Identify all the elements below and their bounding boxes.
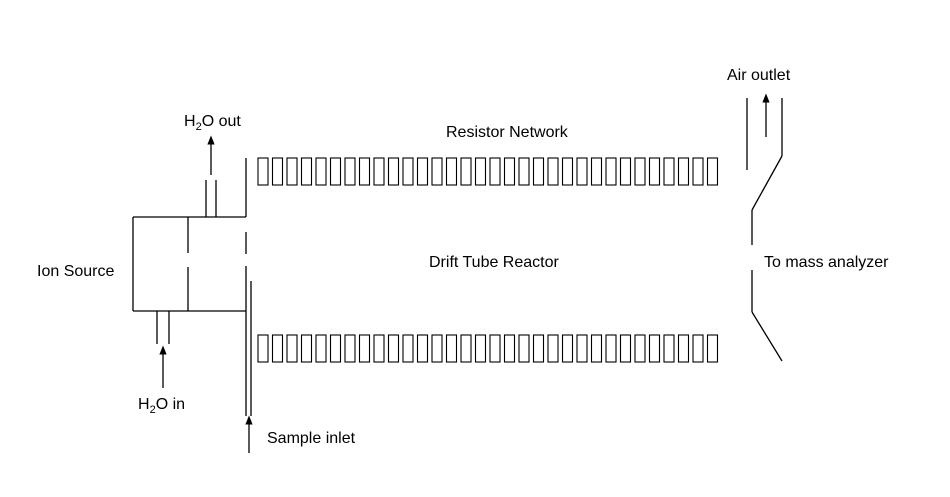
electrode-ring-bottom <box>358 334 371 363</box>
electrode-ring-bottom <box>431 334 443 363</box>
electrode-ring-bottom <box>547 334 559 363</box>
h2o-out-ports <box>205 180 217 217</box>
electrode-ring-bottom <box>489 334 501 363</box>
electrode-ring-top <box>358 157 371 186</box>
electrode-ring-bottom <box>445 334 458 363</box>
electrode-ring-bottom <box>605 334 617 363</box>
electrode-ring-bottom <box>387 334 400 363</box>
h2o-in-label: H2O in <box>138 396 185 416</box>
exit-geometry <box>746 98 783 362</box>
electrode-ring-top <box>344 157 356 186</box>
electrode-ring-top <box>402 157 414 186</box>
electrode-ring-top <box>706 157 719 186</box>
electrode-ring-top <box>532 157 545 186</box>
sample-inlet-label: Sample inlet <box>267 430 356 447</box>
electrode-ring-bottom <box>663 334 675 363</box>
electrode-ring-bottom <box>416 334 429 363</box>
electrode-ring-top <box>518 157 530 186</box>
electrode-ring-bottom <box>634 334 646 363</box>
resistor-network-label: Resistor Network <box>446 124 569 141</box>
electrode-ring-bottom <box>677 334 690 363</box>
electrode-ring-bottom <box>460 334 472 363</box>
electrode-ring-top <box>503 157 516 186</box>
electrode-ring-top <box>300 157 313 186</box>
electrode-ring-bottom <box>315 334 327 363</box>
h2o-out-label: H2O out <box>184 113 241 133</box>
ion-source-body <box>132 216 246 312</box>
electrode-ring-top <box>648 157 661 186</box>
electrode-ring-bottom <box>503 334 516 363</box>
electrode-ring-bottom <box>286 334 298 363</box>
electrode-ring-bottom <box>648 334 661 363</box>
electrode-ring-bottom <box>619 334 632 363</box>
electrode-ring-top <box>576 157 588 186</box>
electrode-ring-top <box>663 157 675 186</box>
h2o-in-ports <box>156 311 170 344</box>
electrode-ring-top <box>561 157 574 186</box>
electrode-ring-top <box>431 157 443 186</box>
electrode-ring-top <box>460 157 472 186</box>
electrode-ring-top <box>257 157 269 186</box>
electrode-ring-bottom <box>300 334 313 363</box>
electrode-ring-bottom <box>344 334 356 363</box>
electrode-ring-top <box>634 157 646 186</box>
electrode-ring-top <box>286 157 298 186</box>
electrode-ring-bottom <box>271 334 284 363</box>
electrode-ring-bottom <box>692 334 704 363</box>
electrode-ring-bottom <box>373 334 385 363</box>
air-outlet-label: Air outlet <box>727 67 791 84</box>
drift-tube-reactor-label: Drift Tube Reactor <box>429 254 560 271</box>
electrode-ring-top <box>329 157 342 186</box>
electrode-ring-bottom <box>257 334 269 363</box>
electrode-ring-bottom <box>706 334 719 363</box>
electrode-ring-top <box>692 157 704 186</box>
front-plate <box>245 158 252 416</box>
electrode-ring-top <box>315 157 327 186</box>
electrode-ring-bottom <box>518 334 530 363</box>
electrode-ring-top <box>416 157 429 186</box>
electrode-ring-bottom <box>532 334 545 363</box>
electrode-ring-bottom <box>561 334 574 363</box>
electrode-ring-top <box>271 157 284 186</box>
to-mass-analyzer-label: To mass analyzer <box>764 254 889 271</box>
electrode-ring-top <box>590 157 603 186</box>
electrode-ring-top <box>605 157 617 186</box>
electrode-ring-bottom <box>474 334 487 363</box>
electrode-ring-bottom <box>329 334 342 363</box>
electrode-ring-top <box>619 157 632 186</box>
electrode-row-bottom <box>257 334 719 363</box>
electrode-ring-top <box>474 157 487 186</box>
electrode-ring-bottom <box>590 334 603 363</box>
electrode-ring-bottom <box>402 334 414 363</box>
electrode-ring-top <box>445 157 458 186</box>
electrode-ring-top <box>387 157 400 186</box>
ion-source-label: Ion Source <box>37 263 114 280</box>
electrode-ring-top <box>677 157 690 186</box>
electrode-row-top <box>257 157 719 186</box>
electrode-ring-top <box>373 157 385 186</box>
electrode-ring-top <box>547 157 559 186</box>
electrode-ring-bottom <box>576 334 588 363</box>
electrode-ring-top <box>489 157 501 186</box>
